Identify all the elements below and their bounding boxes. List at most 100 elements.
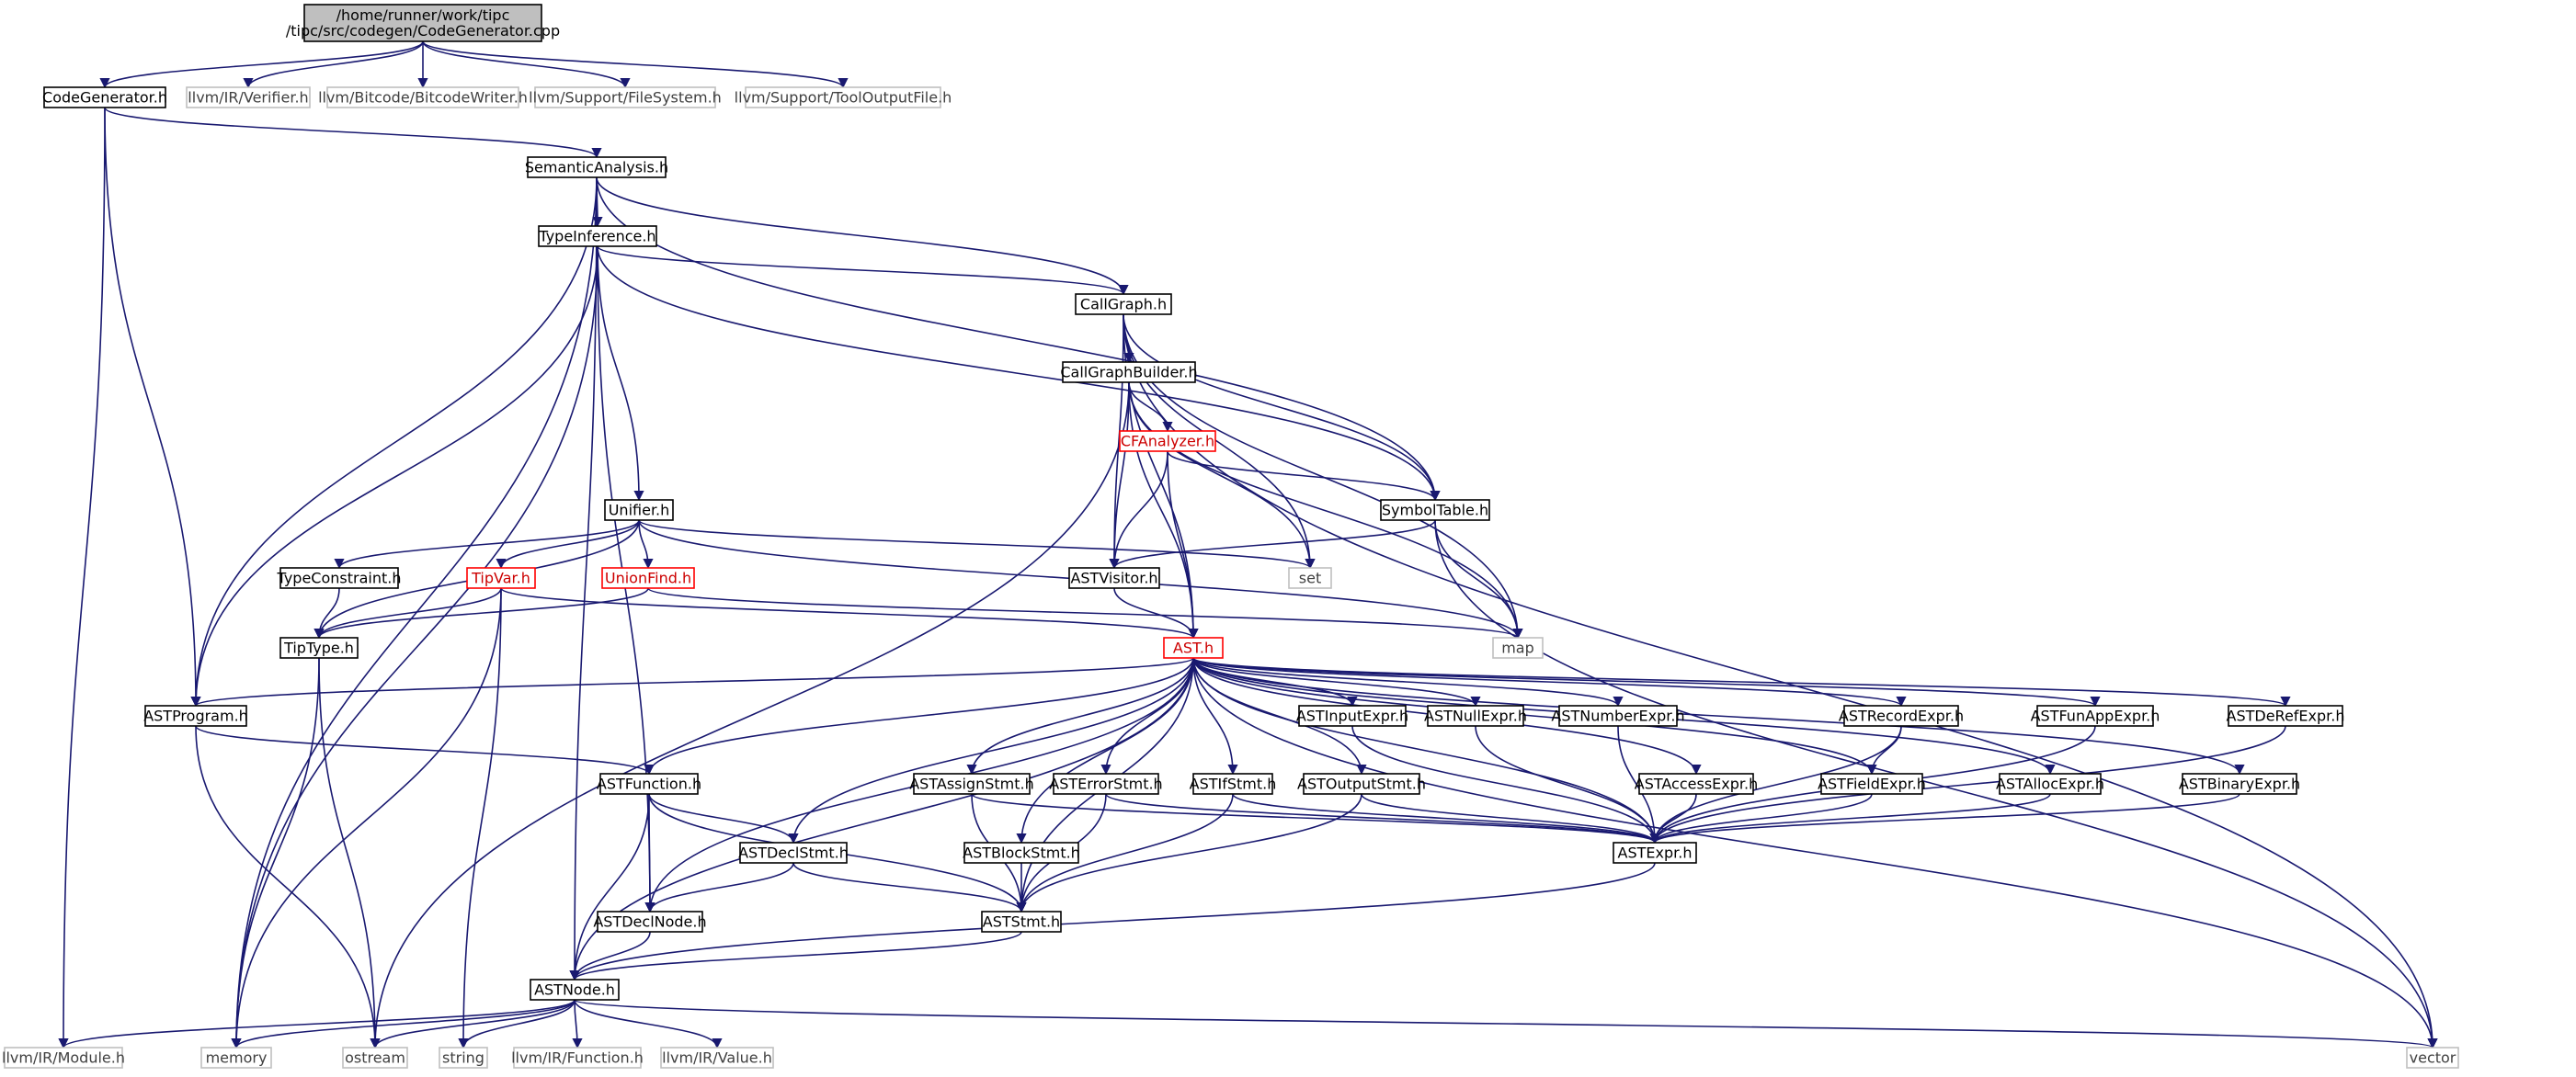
node-label: CodeGenerator.h [42,89,167,107]
node-astexpr-h[interactable]: ASTExpr.h [1613,842,1697,864]
include-edge [1617,725,1660,845]
node-astnumberexpr-h[interactable]: ASTNumberExpr.h [1551,705,1685,727]
node-llvm-support-tooloutputfile-h: llvm/Support/ToolOutputFile.h [735,86,952,108]
node-typeinference-h[interactable]: TypeInference.h [538,225,657,247]
include-edge [1649,793,2051,845]
node-astfieldexpr-h[interactable]: ASTFieldExpr.h [1818,773,1926,795]
node-label: llvm/IR/Value.h [662,1049,772,1067]
include-edge [638,519,654,570]
node-astfunction-h[interactable]: ASTFunction.h [597,773,701,795]
node-label: ASTAccessExpr.h [1635,776,1758,793]
node-astinputexpr-h[interactable]: ASTInputExpr.h [1296,705,1408,727]
include-edge [569,793,650,981]
node-typeconstraint-h[interactable]: TypeConstraint.h [277,567,402,589]
node-label: vector [2410,1049,2456,1067]
include-edge [1434,519,1523,640]
node-astprogram-h[interactable]: ASTProgram.h [143,705,248,727]
include-edge [190,657,1194,708]
node-unifier-h[interactable]: Unifier.h [604,499,674,521]
node-astrecordexpr-h[interactable]: ASTRecordExpr.h [1839,705,1964,727]
include-edge [104,107,602,159]
node-llvm-ir-value-h: llvm/IR/Value.h [660,1047,774,1069]
node-label: ASTDeclNode.h [593,913,706,931]
node-label: TypeConstraint.h [277,570,402,587]
node-label: ASTNode.h [534,981,615,999]
include-edge [1109,519,1436,570]
node-label: llvm/Support/FileSystem.h [529,89,722,107]
node-astallocexpr-h[interactable]: ASTAllocExpr.h [1996,773,2104,795]
node-astblockstmt-h[interactable]: ASTBlockStmt.h [963,842,1080,864]
node-callgraphbuilder-h[interactable]: CallGraphBuilder.h [1060,361,1198,383]
node-box [739,842,848,864]
node-set: set [1288,567,1332,589]
include-edge [1016,793,1362,913]
node-llvm-ir-verifier-h: llvm/IR/Verifier.h [186,86,311,108]
node-box [1062,361,1196,383]
node-astaccessexpr-h[interactable]: ASTAccessExpr.h [1635,773,1758,795]
node-box [604,499,674,521]
node-codegenerator-h[interactable]: CodeGenerator.h [42,86,167,108]
node-box [2182,773,2297,795]
include-edge [313,587,502,640]
node-astbinaryexpr-h[interactable]: ASTBinaryExpr.h [2179,773,2300,795]
node-label: AST.h [1173,640,1214,657]
node-llvm-ir-module-h: llvm/IR/Module.h [2,1047,125,1069]
node-box [2406,1047,2459,1069]
node-box [601,567,695,589]
node-label: ASTNullExpr.h [1424,708,1527,725]
include-edge [1475,725,1660,845]
node-ast-h[interactable]: AST.h [1163,637,1224,659]
node-astifstmt-h[interactable]: ASTIfStmt.h [1190,773,1277,795]
node-semanticanalysis-h[interactable]: SemanticAnalysis.h [525,156,668,178]
node-box [538,225,657,247]
node-box [981,911,1062,933]
include-edge [58,999,576,1049]
nodes-layer: /home/runner/work/tipc/tipc/src/codegen/… [2,4,2459,1069]
node-box [1075,293,1172,315]
include-edge [190,176,598,708]
include-edge [1351,725,1660,845]
node-astnode-h[interactable]: ASTNode.h [530,979,620,1001]
node-astassignstmt-h[interactable]: ASTAssignStmt.h [909,773,1034,795]
include-edge [313,587,649,640]
include-edge [644,862,794,913]
node-astnullexpr-h[interactable]: ASTNullExpr.h [1424,705,1527,727]
include-edge [370,381,1130,1049]
node-aststmt-h[interactable]: ASTStmt.h [981,911,1062,933]
node-label: ostream [345,1049,405,1067]
node-asterrorstmt-h[interactable]: ASTErrorStmt.h [1049,773,1163,795]
node-unionfind-h[interactable]: UnionFind.h [601,567,695,589]
node-box [2228,705,2343,727]
node-box [1843,705,1959,727]
include-edge [1128,381,1199,640]
node-box [342,1047,408,1069]
include-edge [597,245,1129,296]
node-label: ASTFunAppExpr.h [2031,708,2160,725]
include-edge [1192,657,1624,708]
node-tipvar-h[interactable]: TipVar.h [466,567,536,589]
node-astdeclstmt-h[interactable]: ASTDeclStmt.h [738,842,849,864]
include-edge [231,245,598,1049]
node-astoutputstmt-h[interactable]: ASTOutputStmt.h [1297,773,1426,795]
include-edge [569,931,651,981]
node-box [1298,705,1407,727]
include-edge [1649,725,2286,845]
node-box [43,86,166,108]
node-astderefexpr-h[interactable]: ASTDeRefExpr.h [2227,705,2345,727]
node-callgraph-h[interactable]: CallGraph.h [1075,293,1172,315]
node-box [303,4,542,42]
include-edge [569,862,1656,981]
node-label: ASTExpr.h [1618,845,1693,862]
node-home-runner-work-tipc-tipc-src-codegen-codegenerator-cpp[interactable]: /home/runner/work/tipc/tipc/src/codegen/… [286,4,560,42]
node-astdeclnode-h[interactable]: ASTDeclNode.h [593,911,707,933]
node-cfanalyzer-h[interactable]: CFAnalyzer.h [1119,430,1216,452]
node-memory: memory [200,1047,272,1069]
node-astfunappexpr-h[interactable]: ASTFunAppExpr.h [2031,705,2160,727]
node-astvisitor-h[interactable]: ASTVisitor.h [1068,567,1160,589]
node-tiptype-h[interactable]: TipType.h [279,637,359,659]
include-edge [647,587,1523,640]
node-symboltable-h[interactable]: SymbolTable.h [1380,499,1490,521]
node-box [200,1047,272,1069]
node-box [599,773,699,795]
node-label: ASTAllocExpr.h [1996,776,2104,793]
